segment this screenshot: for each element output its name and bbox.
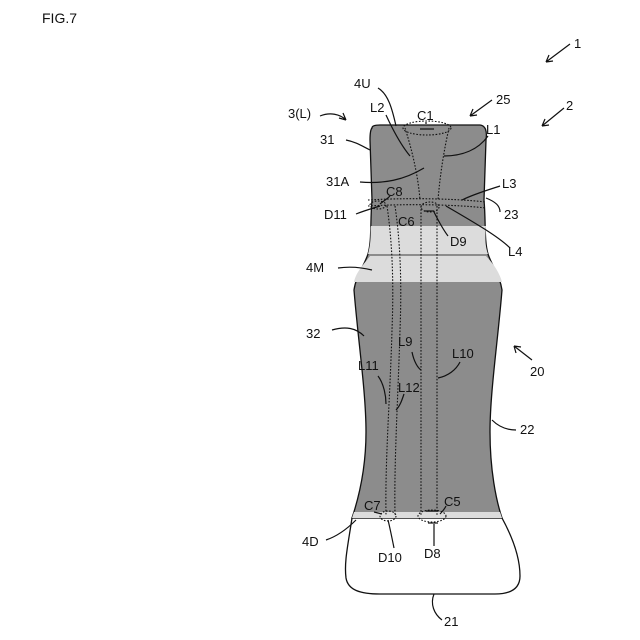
leader-25 — [470, 100, 492, 116]
leader-22 — [492, 420, 516, 430]
label-4D: 4D — [302, 534, 319, 549]
label-20: 20 — [530, 364, 544, 379]
label-22: 22 — [520, 422, 534, 437]
leader-31 — [346, 140, 370, 150]
label-D9: D9 — [450, 234, 467, 249]
label-C5: C5 — [444, 494, 461, 509]
shrink-label — [352, 125, 502, 518]
leader-20 — [514, 346, 532, 360]
label-L11: L11 — [358, 358, 379, 373]
label-23: 23 — [504, 207, 518, 222]
label-L1: L1 — [486, 122, 500, 137]
label-31A: 31A — [326, 174, 349, 189]
label-2: 2 — [566, 98, 573, 113]
label-L4: L4 — [508, 244, 522, 259]
label-1: 1 — [574, 36, 581, 51]
label-21: 21 — [444, 614, 458, 629]
label-L3: L3 — [502, 176, 516, 191]
label-C6: C6 — [398, 214, 415, 229]
label-L12: L12 — [398, 380, 420, 395]
leader-2 — [542, 108, 564, 126]
leader-D10 — [388, 520, 394, 548]
label-3L: 3(L) — [288, 106, 311, 121]
label-C8: C8 — [386, 184, 403, 199]
label-D10: D10 — [378, 550, 402, 565]
label-25: 25 — [496, 92, 510, 107]
leader-21 — [432, 594, 442, 620]
label-L9: L9 — [398, 334, 412, 349]
label-4M: 4M — [306, 260, 324, 275]
label-C7: C7 — [364, 498, 381, 513]
leader-3L — [320, 113, 346, 120]
label-L10: L10 — [452, 346, 474, 361]
label-D8: D8 — [424, 546, 441, 561]
label-32: 32 — [306, 326, 320, 341]
label-4U: 4U — [354, 76, 371, 91]
label-31: 31 — [320, 132, 334, 147]
label-D11: D11 — [324, 207, 347, 222]
light-band-middle — [354, 256, 502, 282]
leader-1 — [546, 44, 570, 62]
leader-23 — [486, 198, 500, 212]
label-C1: C1 — [417, 108, 434, 123]
label-L2: L2 — [370, 100, 384, 115]
light-band-upper — [368, 226, 488, 254]
